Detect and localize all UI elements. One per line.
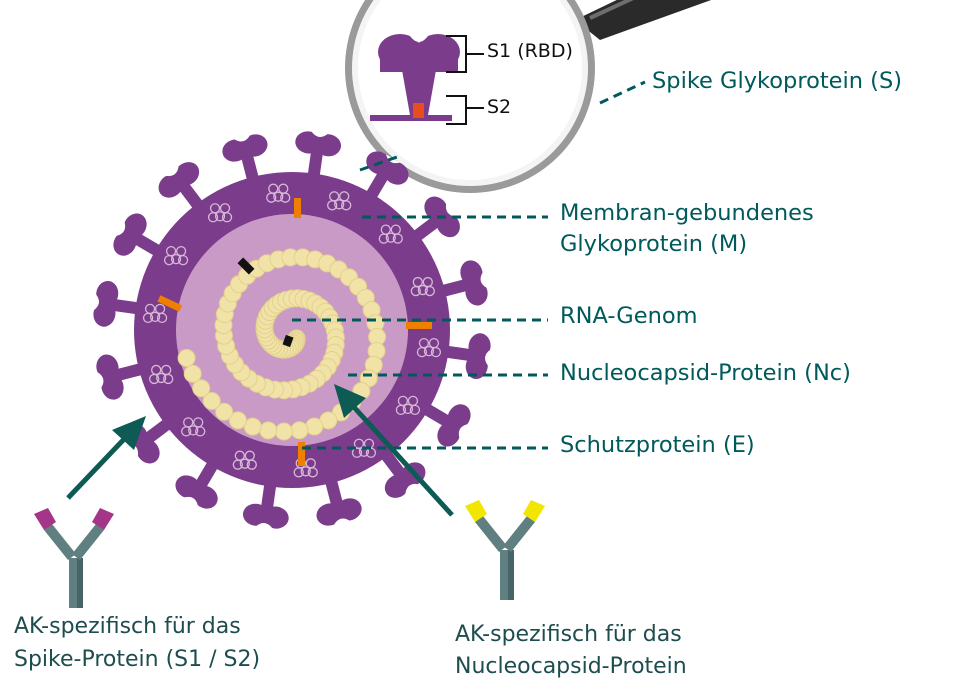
nucleocapsid-bead xyxy=(202,391,221,410)
label-spike: Spike Glykoprotein (S) xyxy=(652,68,903,94)
membrane-protein xyxy=(430,347,442,358)
membrane-protein xyxy=(221,212,233,223)
antibody-spike-label-2: Spike-Protein (S1 / S2) xyxy=(14,647,261,672)
membrane-protein xyxy=(170,253,182,265)
membrane-protein xyxy=(181,426,192,437)
membrane-protein xyxy=(149,311,161,322)
label-rna: RNA-Genom xyxy=(560,303,698,329)
antibody-spike-label-1: AK-spezifisch für das xyxy=(14,614,241,639)
membrane-protein xyxy=(232,459,243,470)
membrane-protein xyxy=(239,458,250,469)
membrane-protein xyxy=(207,212,219,223)
zoomed-spike-protein xyxy=(370,34,460,121)
membrane-protein xyxy=(385,232,396,243)
nucleocapsid-bead xyxy=(215,402,234,421)
zoom-label-s1: S1 (RBD) xyxy=(487,40,573,62)
membrane-protein xyxy=(392,233,403,244)
membrane-protein xyxy=(280,192,291,203)
membrane-protein xyxy=(163,373,174,385)
membrane-protein xyxy=(417,284,428,296)
nucleocapsid-bead xyxy=(192,379,211,398)
nucleocapsid-bead xyxy=(183,364,202,383)
e-protein-mark xyxy=(157,295,183,312)
membrane-protein xyxy=(149,373,160,385)
nucleocapsid-bead xyxy=(259,421,278,440)
label-membrane-1: Membran-gebundenes xyxy=(560,200,814,226)
membrane-protein xyxy=(163,254,175,266)
membrane-protein xyxy=(142,312,154,323)
label-membrane-2: Glykoprotein (M) xyxy=(560,231,748,257)
membrane-protein xyxy=(423,346,435,357)
membrane-protein xyxy=(410,285,421,297)
leader-lines xyxy=(292,80,646,450)
zoom-brackets xyxy=(446,35,484,125)
membrane-protein xyxy=(351,447,363,458)
e-protein-mark xyxy=(406,322,432,329)
membrane-protein xyxy=(266,192,277,203)
rna-end xyxy=(282,334,294,348)
membrane-protein xyxy=(273,191,284,202)
membrane-protein xyxy=(177,254,189,266)
membrane-protein xyxy=(195,426,206,437)
membrane-protein xyxy=(334,199,345,210)
virus-particle xyxy=(91,129,493,531)
label-nucleocapsid: Nucleocapsid-Protein (Nc) xyxy=(560,360,851,386)
nucleocapsid-bead xyxy=(290,421,309,440)
membrane-protein xyxy=(156,372,167,384)
e-protein-mark xyxy=(298,442,305,466)
membrane-protein xyxy=(378,233,389,244)
membrane-protein xyxy=(214,211,226,222)
nucleocapsid-bead xyxy=(305,417,324,436)
membrane-protein xyxy=(424,285,435,297)
zoom-label-s2: S2 xyxy=(487,96,512,118)
membrane-proteins xyxy=(142,183,442,478)
e-protein-mark xyxy=(294,198,301,218)
antibody-arrows xyxy=(66,384,454,517)
membrane-protein xyxy=(341,200,352,211)
antibody-spike xyxy=(34,508,114,608)
nucleocapsid-bead xyxy=(177,348,196,367)
membrane-protein xyxy=(293,467,304,478)
membrane-protein xyxy=(307,467,318,478)
membrane-protein xyxy=(402,403,414,415)
membrane-protein xyxy=(300,466,311,477)
s2-marker xyxy=(413,103,424,118)
membrane-protein xyxy=(188,425,199,436)
membrane-protein xyxy=(416,347,428,358)
antibody-nucleocapsid xyxy=(465,500,545,600)
membrane-protein xyxy=(156,312,168,323)
antibody-nc-label-2: Nucleocapsid-Protein xyxy=(455,654,687,679)
label-envelope: Schutzprotein (E) xyxy=(560,432,755,458)
membrane-protein xyxy=(246,459,257,470)
nucleocapsid-bead xyxy=(274,422,293,441)
rna-nucleocapsid-spiral xyxy=(177,248,387,441)
antibody-nc-label-1: AK-spezifisch für das xyxy=(455,622,682,647)
membrane-protein xyxy=(395,404,407,416)
nucleocapsid-bead xyxy=(228,411,247,430)
rna-end xyxy=(237,257,255,275)
membrane-protein xyxy=(409,404,421,416)
magnifier-handle xyxy=(575,0,712,40)
membrane-protein xyxy=(327,200,338,211)
